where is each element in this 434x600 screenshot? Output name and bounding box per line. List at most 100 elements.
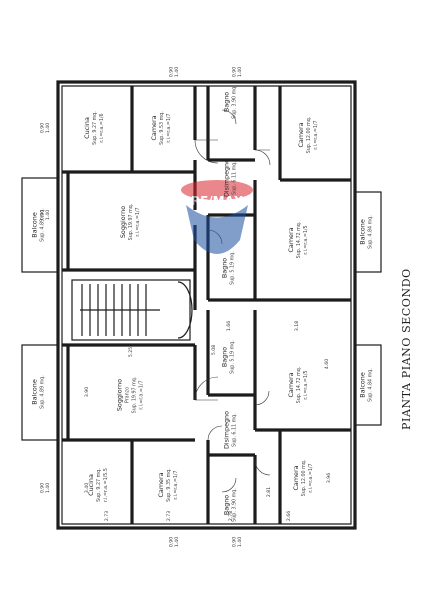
dimension-value: 2.78 bbox=[228, 511, 234, 521]
interior-walls-bottom bbox=[62, 310, 351, 524]
room-label-line: Sup. 6.11 mq. bbox=[232, 161, 238, 195]
dimension-value: 0.90 bbox=[39, 210, 45, 220]
remax-watermark: RE/MAX bbox=[181, 180, 253, 254]
room-label-line: r.i.=r.a.=1/5 bbox=[303, 225, 309, 254]
dimension-d-3-40: 3.40 bbox=[84, 483, 90, 493]
dimension-d-2-73a: 2.73 bbox=[104, 511, 110, 521]
room-label-line: Disimpegno bbox=[223, 159, 231, 197]
balconies bbox=[21, 177, 382, 441]
room-label-line: Sup. 3.90 mq. bbox=[232, 85, 238, 119]
room-label-line: Bagno bbox=[221, 347, 229, 367]
dimension-value: 1.40 bbox=[237, 537, 243, 547]
dimension-d-5-25: 5.25 bbox=[128, 347, 134, 357]
dimension-value: 1.40 bbox=[174, 67, 180, 77]
room-label-line: Camera bbox=[297, 122, 305, 147]
dimension-value: 3.18 bbox=[294, 321, 300, 331]
stairwell bbox=[71, 279, 193, 341]
room-label-line: Sup. 4.84 mq. bbox=[368, 368, 374, 402]
dimension-value: 0.90 bbox=[39, 483, 45, 493]
dimension-value: 5.25 bbox=[128, 347, 134, 357]
dimension-value: 1.40 bbox=[174, 537, 180, 547]
room-label-line: Balcone bbox=[31, 212, 39, 238]
room-label-line: r.i.=r.a.=1/6 bbox=[99, 113, 105, 142]
room-label-line: Sup. 19.97 mq. bbox=[128, 204, 134, 241]
room-label-line: Bagno bbox=[223, 92, 231, 112]
dimension-value: 1.40 bbox=[45, 483, 51, 493]
dimension-value: 1.40 bbox=[45, 123, 51, 133]
dimension-value: 1.66 bbox=[226, 321, 232, 331]
room-label-line: Sup. 4.84 mq. bbox=[368, 215, 374, 249]
room-label-line: Sup. 4.89 mq. bbox=[40, 208, 46, 242]
room-label-line: Camera bbox=[287, 372, 295, 397]
room-label-line: Sup. 5.19 mq. bbox=[230, 340, 236, 374]
dimension-value: 3.40 bbox=[84, 483, 90, 493]
room-label-line: Sup. 9.27 mq. bbox=[96, 468, 102, 502]
room-label-line: Bagno bbox=[221, 258, 229, 278]
room-label-line: r.i.=r.a.=1/7 bbox=[313, 120, 319, 149]
dimension-value: 0.90 bbox=[231, 67, 237, 77]
room-label-line: Camera bbox=[157, 472, 165, 497]
room-label-line: r.i.=r.a.=1/5.5 bbox=[103, 468, 109, 502]
room-label-line: Camera bbox=[292, 465, 300, 490]
dimension-value: 2.73 bbox=[104, 511, 110, 521]
room-label-line: Disimpegno bbox=[223, 411, 231, 449]
dimension-value: 3.96 bbox=[326, 473, 332, 483]
dimension-value: 5.08 bbox=[211, 345, 217, 355]
room-label-line: Sup. 3.90 mq. bbox=[232, 488, 238, 522]
dimension-d-3-90: 3.90 bbox=[84, 387, 90, 397]
room-label-line: Sup. 9.35 mq. bbox=[166, 468, 172, 502]
room-label-line: r.i.=r.a.=1/7 bbox=[308, 463, 314, 492]
room-label-line: Sup. 4.89 mq. bbox=[40, 375, 46, 409]
room-label-line: Sup. 9.27 mq. bbox=[92, 111, 98, 145]
page-title: PIANTA PIANO SECONDO bbox=[400, 268, 413, 430]
dimension-value: 1.40 bbox=[45, 210, 51, 220]
dimension-value: 0.90 bbox=[168, 67, 174, 77]
room-label-line: Sup. 12.00 mq. bbox=[301, 460, 307, 497]
room-label-line: Camera bbox=[150, 115, 158, 140]
room-label-line: r.i.=r.a.=1/5 bbox=[303, 370, 309, 399]
dimension-d-5-08: 5.08 bbox=[211, 345, 217, 355]
dimension-d-2-81: 2.81 bbox=[266, 487, 272, 497]
dimension-d-1-66: 1.66 bbox=[226, 321, 232, 331]
dimension-d-4-60: 4.60 bbox=[324, 359, 330, 369]
dimension-value: 2.66 bbox=[286, 511, 292, 521]
interior-walls-top bbox=[62, 86, 351, 310]
room-label-line: r.i.=r.a.=1/7 bbox=[173, 470, 179, 499]
dimension-value: 2.81 bbox=[266, 487, 272, 497]
dimension-d-3-18: 3.18 bbox=[294, 321, 300, 331]
watermark-text: RE/MAX bbox=[191, 194, 244, 208]
room-label-line: Soggiorno bbox=[116, 379, 124, 411]
dimension-value: 0.90 bbox=[168, 537, 174, 547]
room-label-line: Sup. 19.97 mq. bbox=[132, 377, 138, 414]
room-label-line: r.i.=r.a.=1/7 bbox=[135, 207, 141, 236]
room-label-line: Cucina bbox=[83, 117, 91, 139]
dimension-d-2-78: 2.78 bbox=[228, 511, 234, 521]
room-label-line: Sup. 14.72 mq. bbox=[296, 222, 302, 259]
room-label-line: r.i.=r.a.=1/7 bbox=[139, 380, 145, 409]
room-label-line: Balcone bbox=[359, 372, 367, 398]
room-label-line: Sup. 14.72 mq. bbox=[296, 367, 302, 404]
